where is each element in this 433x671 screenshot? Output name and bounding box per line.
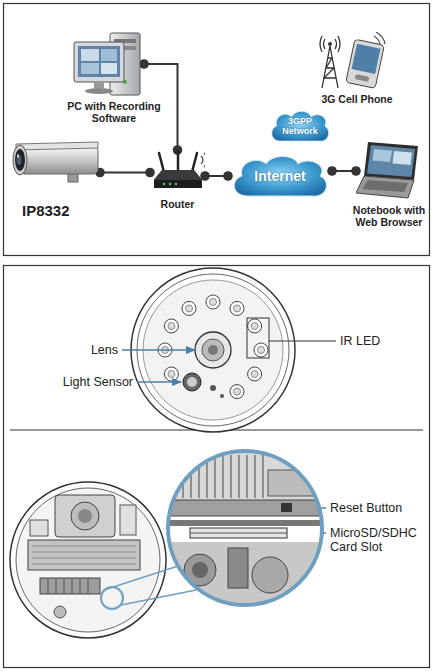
leader-line [269,341,336,342]
dome-interior-view [71,502,99,530]
dome-interior-view [120,505,136,535]
magnified-detail [190,528,287,538]
dome-interior-view [28,540,140,570]
ir-led [248,367,262,381]
magnified-detail [168,451,322,605]
ir-led-core [251,371,258,378]
node-shape [8,136,100,186]
node-shape [150,150,205,195]
magnifier-link [121,590,196,605]
ir-led [158,295,268,399]
ir-led [206,295,220,309]
magnified-detail [165,450,330,612]
node-label: 3G Cell Phone [313,93,401,105]
magnified-detail [165,520,330,526]
ir-led-core [168,371,175,378]
node-icon [356,142,418,198]
ir-led-core [258,347,265,354]
node-icon [320,32,385,88]
connector-line [205,175,228,177]
notebook-node: Notebook with Web Browser [356,140,422,202]
part-label: Light Sensor [30,375,133,389]
magnified-detail [192,562,208,578]
leader-line [122,318,336,533]
dome-interior-view [32,546,136,564]
panel-frame [4,266,430,668]
node-icon [74,33,140,95]
lens [195,332,231,368]
dome-interior-view [10,482,166,638]
lens [208,345,218,355]
network-cloud: 3GPP Network [268,108,332,144]
camera-node: IP8332 [8,136,100,186]
node-label: PC with Recording Software [64,100,164,124]
internet-cloud: Internet [228,152,332,200]
dome-interior-view [78,509,92,523]
node-shape [318,32,390,90]
magnifier-link [104,566,178,590]
pc-node: PC with Recording Software [72,30,144,98]
part-label: Reset Button [330,501,425,515]
leader-line [122,349,195,351]
dome-interior-view [10,482,166,638]
node-icon [13,142,98,182]
magnified-detail [228,548,248,588]
magnified-detail [165,500,330,516]
node-label: 3GPP Network [268,108,332,144]
lens [202,339,224,361]
dome-interior-view [16,488,160,632]
magnified-detail [268,470,318,496]
connector-line [332,170,356,172]
part-label: IR LED [340,334,420,348]
part-label: MicroSD/SDHC Card Slot [330,526,425,554]
magnified-detail [252,557,288,593]
node-label: Internet [228,152,332,200]
ir-led [164,319,178,333]
part-label: Lens [40,343,118,357]
node-shape [72,30,144,98]
ir-led [248,319,262,333]
lens [195,332,231,368]
dome-interior-view [54,606,66,618]
node-label: Notebook with Web Browser [349,204,429,228]
ir-led [230,385,244,399]
node-label: IP8332 [22,202,102,219]
dome-interior-view [55,495,115,537]
ir-led [230,301,244,315]
magnified-detail [281,503,292,512]
light-sensor [183,373,201,391]
small-dot [220,394,224,398]
magnified-detail [165,450,330,612]
ir-led [182,301,196,315]
ir-led-core [234,305,241,312]
node-shape [356,140,422,202]
leader-line [137,381,181,383]
light-sensor [183,373,201,391]
dome-interior-view [30,520,48,536]
magnified-detail [190,533,287,534]
panel-frame [4,4,430,256]
small-dot [210,385,224,398]
node-icon [154,151,207,188]
ir-led-core [234,388,241,395]
ir-led-core [162,299,265,396]
ir-led-core [186,305,193,312]
light-sensor [187,377,197,387]
leader-line [247,318,269,358]
ir-led-core [251,323,258,330]
cell-phone-node: 3G Cell Phone [318,32,390,90]
node-label: Router [140,198,215,210]
ir-led-core [210,299,217,306]
connector-line [100,172,150,174]
ir-led [254,343,268,357]
ir-led [164,367,178,381]
router-node: Router [150,150,205,195]
ir-led-core [168,323,175,330]
dome-interior-view [48,578,88,594]
small-dot [210,385,216,391]
dome-interior-view [40,578,100,594]
